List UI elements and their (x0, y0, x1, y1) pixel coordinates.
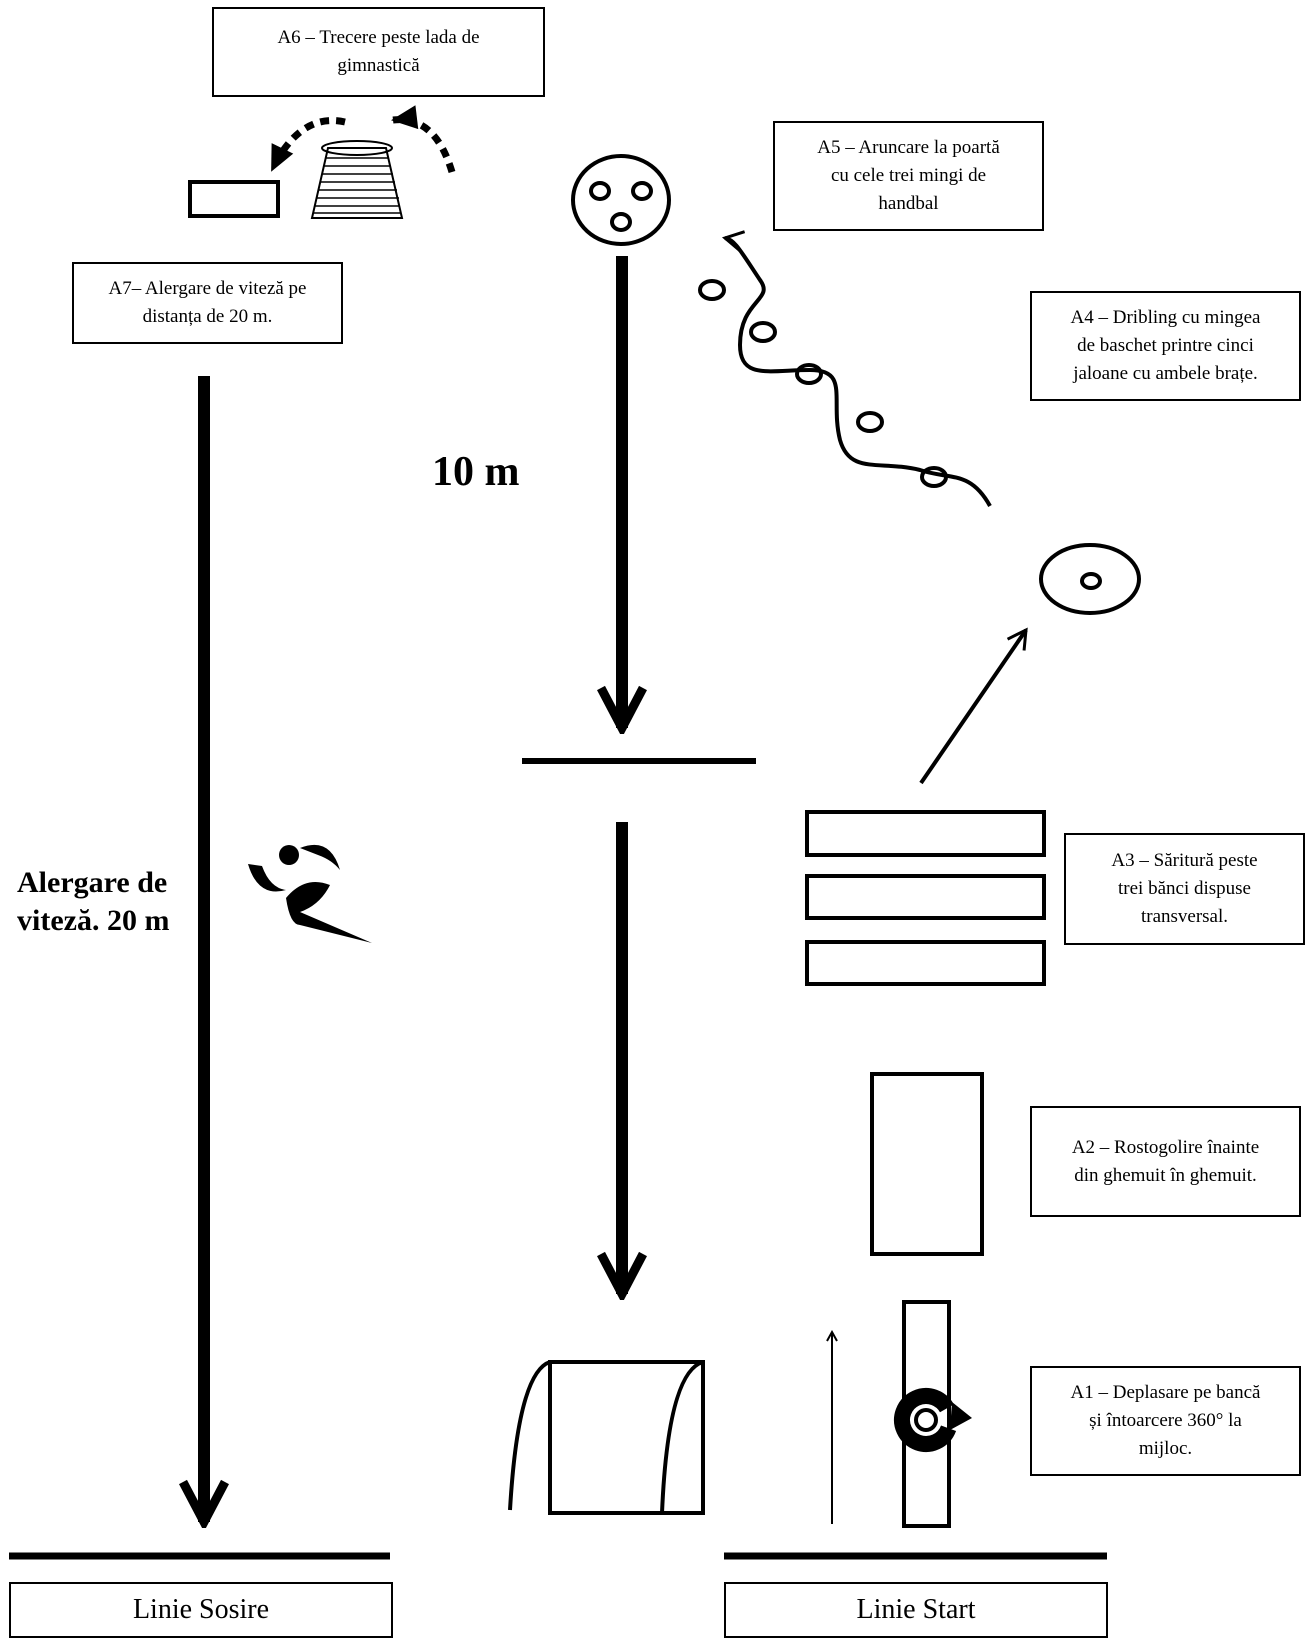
gymnastics-box-icon (188, 105, 456, 219)
station-a4-box: A4 – Dribling cu mingea de baschet print… (1030, 291, 1301, 401)
sprint-label: Alergare de viteză. 20 m (17, 826, 169, 940)
basket-target-icon (1039, 543, 1141, 615)
station-a6-box: A6 – Trecere peste lada de gimnastică (212, 7, 545, 97)
hurdle-bench-icon (805, 810, 1046, 986)
station-a7-text: A7– Alergare de viteză pe distanța de 20… (108, 278, 307, 327)
distance-label: 10 m (432, 449, 520, 495)
station-a2-box: A2 – Rostogolire înainte din ghemuit în … (1030, 1106, 1301, 1217)
start-line-label: Linie Start (724, 1582, 1108, 1638)
rotation-icon (894, 1388, 972, 1452)
running-person-icon (248, 844, 372, 943)
finish-line-label: Linie Sosire (9, 1582, 393, 1638)
station-a6-text: A6 – Trecere peste lada de gimnastică (277, 27, 480, 76)
station-a1-box: A1 – Deplasare pe bancă și întoarcere 36… (1030, 1366, 1301, 1476)
station-a3-box: A3 – Săritură peste trei bănci dispuse t… (1064, 833, 1305, 945)
station-a5-text: A5 – Aruncare la poartă cu cele trei min… (817, 137, 1000, 214)
arrow-to-target (919, 627, 1028, 785)
handball-goal-icon (508, 1360, 705, 1515)
station-a7-box: A7– Alergare de viteză pe distanța de 20… (72, 262, 343, 344)
station-a5-box: A5 – Aruncare la poartă cu cele trei min… (773, 121, 1044, 231)
target-icon (571, 154, 671, 246)
station-a3-text: A3 – Săritură peste trei bănci dispuse t… (1111, 850, 1258, 927)
mat-icon (870, 1072, 984, 1256)
sprint-label-text: Alergare de viteză. 20 m (17, 866, 170, 937)
station-a2-text: A2 – Rostogolire înainte din ghemuit în … (1071, 1136, 1260, 1186)
cone-icon (698, 230, 992, 507)
station-a4-text: A4 – Dribling cu mingea de baschet print… (1070, 307, 1261, 384)
station-a1-text: A1 – Deplasare pe bancă și întoarcere 36… (1070, 1382, 1261, 1459)
